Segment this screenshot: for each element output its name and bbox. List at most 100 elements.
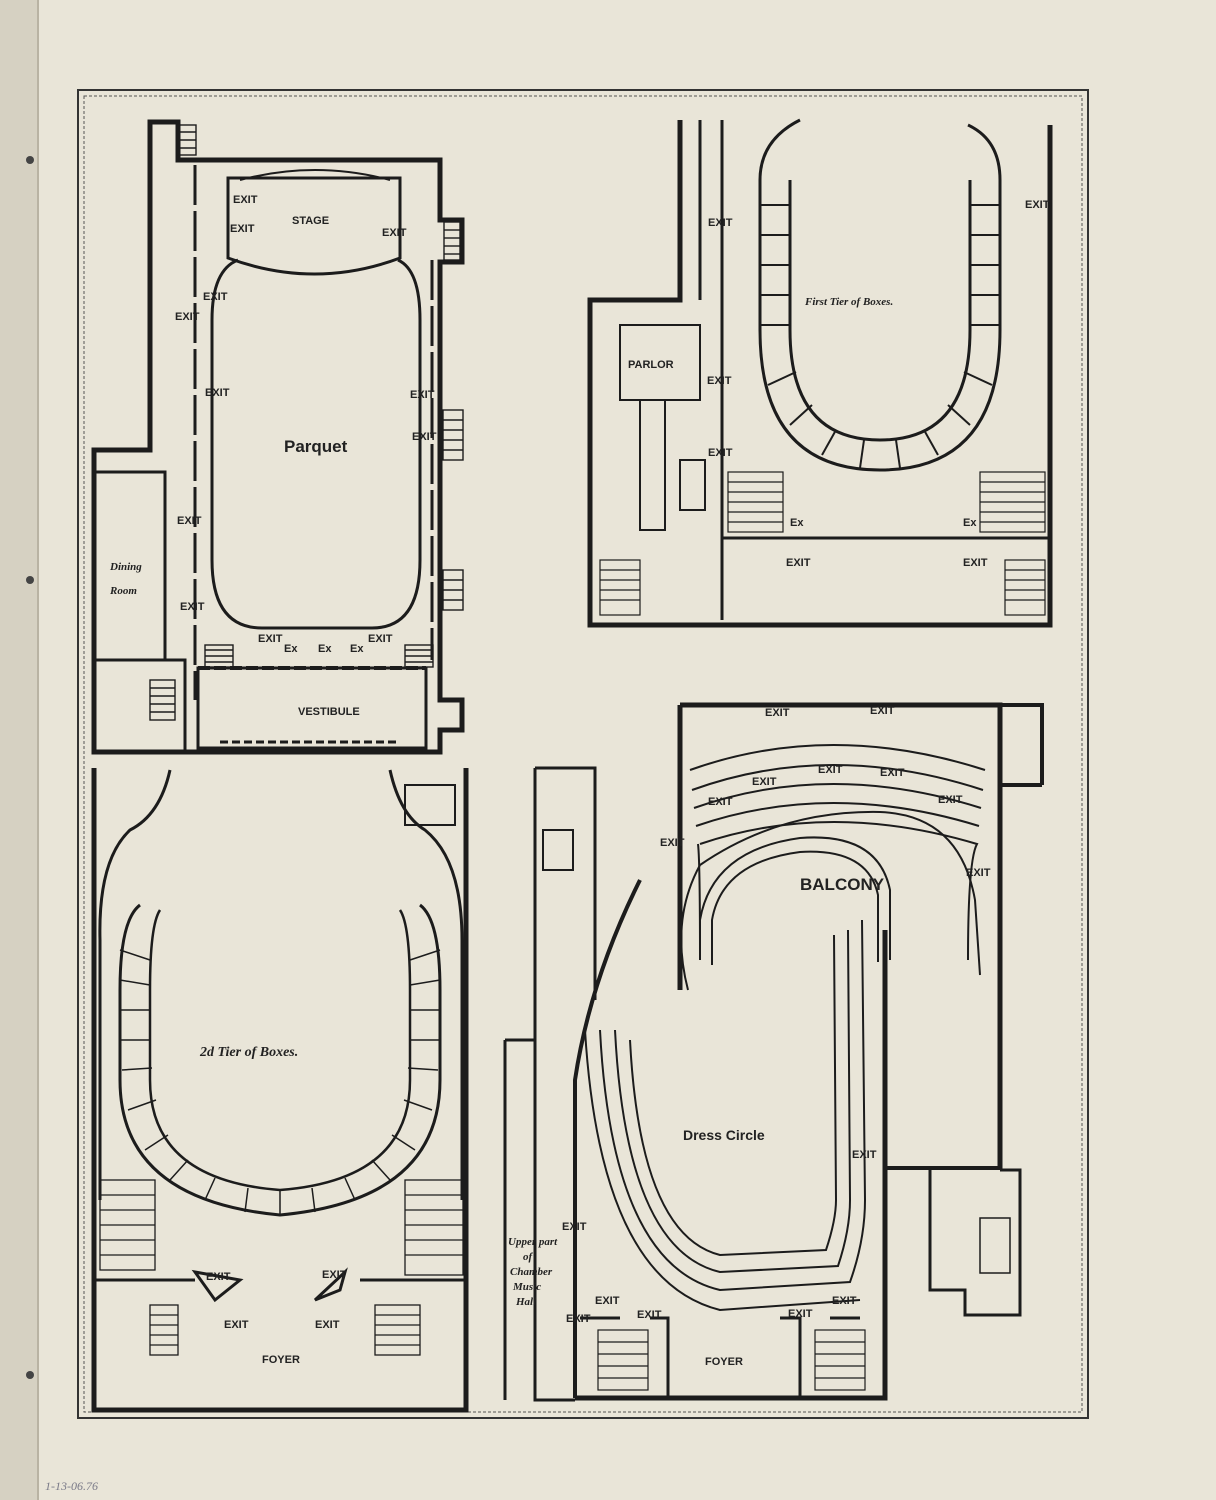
dress-circle-label: Dress Circle (683, 1127, 765, 1143)
dining-room-label-2: Room (109, 585, 137, 597)
dining-room-label-1: Dining (109, 561, 142, 573)
dress-circle-foyer-label: FOYER (705, 1356, 743, 1368)
svg-text:EXIT: EXIT (595, 1295, 620, 1307)
first-tier-exit-labels: EXIT EXIT EXIT EXIT EXIT EXIT Ex Ex (707, 199, 1050, 569)
first-tier-plan: First Tier of Boxes. PARLOR EXIT EXIT EX… (587, 118, 1053, 628)
first-tier-outer-wall (587, 120, 1053, 628)
svg-text:EXIT: EXIT (707, 375, 732, 387)
parquet-label: Parquet (284, 437, 348, 456)
stage-label: STAGE (292, 215, 329, 227)
svg-text:EXIT: EXIT (963, 557, 988, 569)
parlor-room (619, 324, 701, 401)
second-tier-box-partitions (119, 949, 441, 1215)
balcony-inner-curve (699, 836, 891, 965)
svg-text:EXIT: EXIT (566, 1313, 591, 1325)
margin-note: 1-13-06.76 (45, 1479, 98, 1493)
balcony-stair-room (928, 1168, 1022, 1317)
dress-circle-foyer-walls (580, 1316, 860, 1400)
dress-circle-outer-wall (575, 930, 888, 1401)
svg-text:Ex: Ex (284, 643, 298, 655)
parquet-outer-wall (91, 119, 465, 755)
balcony-seating-rows (680, 744, 986, 991)
second-tier-stairs (99, 1179, 464, 1356)
vestibule-label: VESTIBULE (298, 706, 360, 718)
first-tier-box-partitions (760, 204, 1000, 469)
svg-text:EXIT: EXIT (412, 431, 437, 443)
dress-circle-service-column (505, 766, 597, 1402)
svg-text:EXIT: EXIT (368, 633, 393, 645)
dress-circle-seating-rows (584, 919, 867, 1312)
staple-hole (26, 1371, 34, 1379)
service-wall (94, 658, 187, 752)
second-tier-box-curve-outer (118, 903, 442, 1217)
first-tier-stairs (599, 471, 1046, 616)
svg-text:EXIT: EXIT (203, 291, 228, 303)
svg-text:EXIT: EXIT (177, 515, 202, 527)
svg-text:EXIT: EXIT (1025, 199, 1050, 211)
svg-text:EXIT: EXIT (180, 601, 205, 613)
svg-text:EXIT: EXIT (258, 633, 283, 645)
chamber-music-hall-label: Upper part of Chamber Music Hall (508, 1236, 558, 1308)
parlor-label: PARLOR (628, 359, 674, 371)
svg-text:EXIT: EXIT (938, 794, 963, 806)
stage-outline (226, 176, 402, 276)
balcony-exit-labels: EXIT EXIT EXIT EXIT EXIT EXIT EXIT EXIT … (562, 705, 991, 1325)
svg-text:EXIT: EXIT (752, 776, 777, 788)
svg-text:EXIT: EXIT (818, 764, 843, 776)
parquet-auditorium-outline (210, 258, 422, 630)
page-border-inner (83, 95, 1083, 1413)
dining-room-wall (94, 470, 167, 660)
first-tier-box-curve-outer (758, 118, 1002, 472)
second-tier-foyer-label: FOYER (262, 1354, 300, 1366)
parlor-passage (639, 400, 666, 531)
svg-text:EXIT: EXIT (786, 557, 811, 569)
second-tier-foyer-doors (191, 1267, 348, 1303)
second-tier-plan: 2d Tier of Boxes. FOYER EXIT EXIT EXIT E… (91, 768, 469, 1413)
stage-back-curve (239, 169, 391, 181)
svg-text:Ex: Ex (790, 517, 804, 529)
balcony-label: BALCONY (800, 875, 885, 894)
first-tier-service-room (679, 459, 706, 511)
second-tier-left-curve (98, 769, 172, 1200)
page-border-outer (77, 89, 1089, 1419)
dress-circle-left-wall (573, 879, 642, 1398)
svg-text:EXIT: EXIT (410, 389, 435, 401)
svg-text:Ex: Ex (318, 643, 332, 655)
svg-text:EXIT: EXIT (880, 767, 905, 779)
svg-text:EXIT: EXIT (832, 1295, 857, 1307)
svg-text:Hall: Hall (515, 1296, 537, 1308)
svg-text:EXIT: EXIT (788, 1308, 813, 1320)
svg-text:Upper part: Upper part (508, 1236, 558, 1248)
svg-text:EXIT: EXIT (230, 223, 255, 235)
dress-circle-foyer-stairs (597, 1329, 866, 1391)
svg-text:EXIT: EXIT (322, 1269, 347, 1281)
svg-text:EXIT: EXIT (206, 1271, 231, 1283)
second-tier-label: 2d Tier of Boxes. (199, 1045, 298, 1060)
parquet-plan: STAGE Parquet VESTIBULE Dining Room EXIT… (91, 119, 465, 755)
svg-text:Ex: Ex (350, 643, 364, 655)
svg-text:EXIT: EXIT (382, 227, 407, 239)
svg-text:EXIT: EXIT (224, 1319, 249, 1331)
balcony-plan: BALCONY Dress Circle FOYER Upper part of… (503, 702, 1044, 1402)
second-tier-right-curve (388, 769, 464, 1200)
balcony-corner-room (1000, 703, 1044, 787)
svg-text:EXIT: EXIT (708, 447, 733, 459)
service-stair (542, 829, 574, 871)
svg-text:EXIT: EXIT (852, 1149, 877, 1161)
first-tier-box-curve-inner (788, 180, 972, 442)
svg-text:of: of (523, 1251, 534, 1263)
second-tier-outer-wall (91, 768, 469, 1413)
parquet-stairs (149, 124, 464, 721)
svg-text:EXIT: EXIT (765, 707, 790, 719)
svg-text:EXIT: EXIT (660, 837, 685, 849)
second-tier-corner-room (404, 784, 456, 826)
svg-text:EXIT: EXIT (315, 1319, 340, 1331)
svg-text:EXIT: EXIT (175, 311, 200, 323)
staple-hole (26, 156, 34, 164)
first-tier-label: First Tier of Boxes. (804, 296, 893, 308)
svg-text:EXIT: EXIT (966, 867, 991, 879)
parquet-exit-labels: EXIT EXIT EXIT EXIT EXIT EXIT EXIT EXIT … (175, 194, 437, 655)
svg-text:Music: Music (512, 1281, 541, 1293)
